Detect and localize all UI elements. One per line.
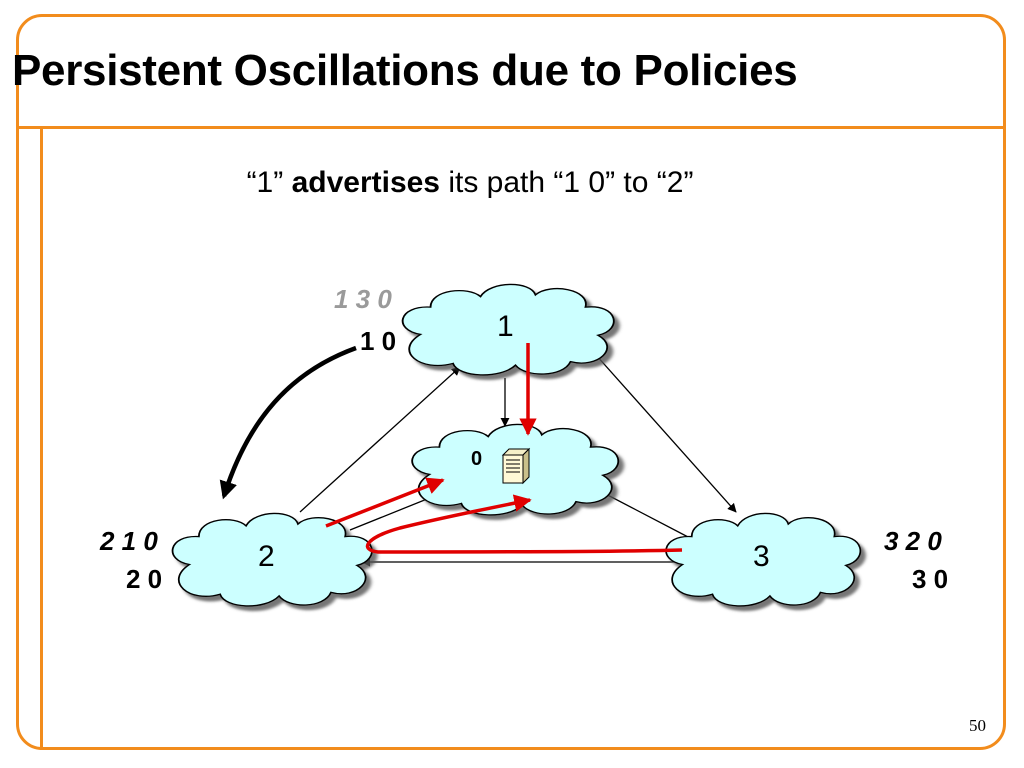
topology-edges [299,354,737,567]
node-label-3: 3 [753,540,770,573]
page-number: 50 [969,716,986,735]
advertisement-arrow [219,345,357,500]
edge-1-to-3 [595,354,737,513]
node-label-1: 1 [497,310,514,343]
red-path-3-via-2-to-0 [365,494,683,554]
node-label-2: 2 [258,540,275,573]
subtitle-prefix: “1” [246,166,292,199]
node3-preferred-path: 3 2 0 [884,526,942,556]
node1-preferred-path: 1 3 0 [334,284,392,314]
subtitle-bold: advertises [291,166,440,199]
server-icon [501,447,531,485]
edge-2-to-1 [299,366,461,513]
edge-3-to-0 [597,489,691,539]
slide-subtitle: “1” advertises its path “1 0” to “2” [0,166,940,200]
title-divider [16,126,1006,129]
slide-title: Persistent Oscillations due to Policies [12,46,798,95]
node2-preferred-path: 2 1 0 [100,526,158,556]
highlighted-paths [325,343,683,554]
node2-current-path: 2 0 [126,564,163,594]
left-divider [40,126,43,750]
node-label-0: 0 [471,448,483,470]
red-path-2-to-0 [325,477,445,528]
subtitle-suffix: its path “1 0” to “2” [440,166,694,199]
node1-current-path: 1 0 [360,326,397,356]
node3-current-path: 3 0 [912,564,949,594]
slide-frame [16,14,1006,750]
